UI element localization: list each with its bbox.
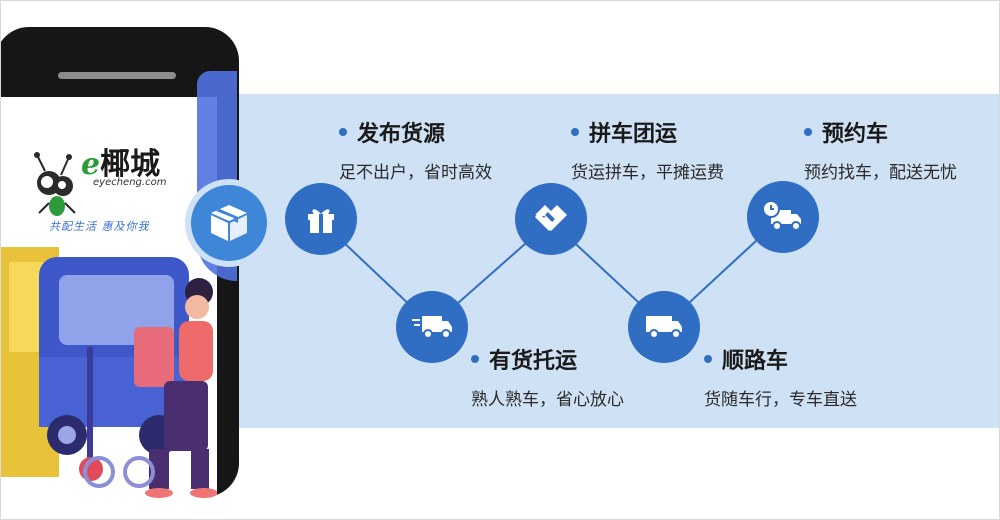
info-band (233, 94, 999, 428)
service-desc-onway: 货随车行，专车直送 (704, 390, 857, 410)
handshake-icon[interactable] (515, 183, 587, 255)
bullet-dot (339, 128, 347, 136)
service-title-carpool: 拼车团运 (571, 116, 677, 148)
service-desc-consign: 熟人熟车，省心放心 (471, 390, 624, 410)
service-title-text: 拼车团运 (589, 122, 678, 147)
service-desc-publish: 足不出户，省时高效 (339, 163, 492, 183)
delivery-illustration (1, 247, 217, 498)
service-title-publish: 发布货源 (339, 116, 445, 148)
bullet-dot (804, 128, 812, 136)
service-title-text: 顺路车 (722, 349, 789, 374)
service-title-consign: 有货托运 (471, 343, 577, 375)
bullet-dot (571, 128, 579, 136)
bullet-dot (471, 355, 479, 363)
fast-truck-icon[interactable] (396, 291, 468, 363)
service-title-text: 预约车 (822, 122, 889, 147)
phone-illustration (1, 27, 239, 505)
ant-logo-icon (34, 152, 76, 216)
logo-prefix: e (81, 147, 101, 182)
service-title-reserve: 预约车 (804, 116, 888, 148)
service-title-text: 发布货源 (357, 122, 446, 147)
service-title-text: 有货托运 (489, 349, 578, 374)
service-desc-carpool: 货运拼车，平摊运费 (571, 163, 724, 183)
logo-url: eyecheng.com (93, 177, 167, 188)
logo-title: e椰城 (81, 139, 160, 183)
logo-name: 椰城 (100, 147, 161, 182)
truck-icon[interactable] (628, 291, 700, 363)
gift-icon[interactable] (285, 183, 357, 255)
phone-screen (1, 97, 217, 505)
box-icon (191, 185, 267, 261)
bullet-dot (704, 355, 712, 363)
phone-speaker (58, 72, 176, 79)
hub-icon-ring (185, 179, 273, 267)
logo-slogan: 共配生活 惠及你我 (49, 220, 150, 233)
service-title-onway: 顺路车 (704, 343, 788, 375)
service-desc-reserve: 预约找车，配送无忧 (804, 163, 957, 183)
clock-truck-icon[interactable] (747, 181, 819, 253)
